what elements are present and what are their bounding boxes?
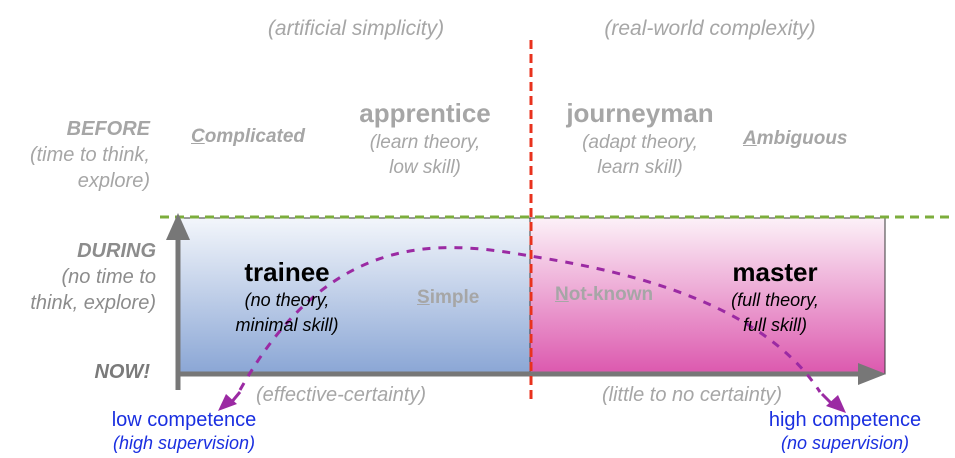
notknown-rest: ot-known: [568, 284, 654, 305]
low-competence-title: low competence: [111, 409, 257, 431]
high-competence-arrowhead: [826, 395, 846, 413]
complicated-domain-label: Complicated: [191, 126, 305, 149]
during-row-label: DURING (no time to think, explore): [0, 238, 156, 316]
trainee-line-2: minimal skill): [235, 315, 339, 335]
journeyman-line-1: (adapt theory,: [582, 132, 698, 153]
low-competence-label: low competence (high supervision): [84, 408, 284, 454]
high-competence-subtitle: (no supervision): [780, 433, 910, 453]
little-to-no-certainty-label: (little to no certainty): [602, 384, 783, 406]
high-competence-label: high competence (no supervision): [745, 408, 945, 454]
complicated-rest: omplicated: [204, 126, 306, 147]
complicated-initial: C: [191, 126, 205, 147]
apprentice-line-1: (learn theory,: [369, 132, 481, 153]
effective-certainty-label: (effective-certainty): [256, 384, 427, 406]
during-line-1: (no time to: [61, 266, 156, 288]
master-role: master (full theory, full skill): [700, 256, 850, 338]
before-line-1: (time to think,: [29, 144, 150, 166]
trainee-simple-box: [177, 217, 531, 375]
journeyman-role: journeyman (adapt theory, learn skill): [545, 96, 735, 180]
ambiguous-rest: mbiguous: [756, 128, 848, 149]
high-competence-title: high competence: [768, 409, 922, 431]
simple-rest: imple: [429, 287, 480, 308]
real-world-complexity-label: (real-world complexity): [604, 17, 816, 40]
master-title: master: [732, 257, 818, 287]
notknown-initial: N: [555, 284, 569, 305]
low-competence-subtitle: (high supervision): [112, 433, 256, 453]
journeyman-title: journeyman: [566, 98, 714, 128]
simple-initial: S: [417, 287, 430, 308]
before-row-label: BEFORE (time to think, explore): [0, 116, 150, 194]
vertical-axis-arrowhead: [166, 213, 190, 240]
journeyman-line-2: learn skill): [597, 157, 683, 178]
trainee-role: trainee (no theory, minimal skill): [212, 256, 362, 338]
apprentice-line-2: low skill): [389, 157, 461, 178]
now-row-label: NOW!: [94, 361, 150, 383]
master-line-1: (full theory,: [731, 290, 819, 310]
master-line-2: full skill): [742, 315, 807, 335]
during-title: DURING: [77, 240, 156, 262]
apprentice-role: apprentice (learn theory, low skill): [330, 96, 520, 180]
before-title: BEFORE: [66, 118, 150, 140]
horizontal-axis-arrowhead: [858, 363, 886, 385]
before-line-2: explore): [77, 170, 150, 192]
trainee-line-1: (no theory,: [244, 290, 330, 310]
simple-domain-label: Simple: [417, 287, 479, 310]
during-line-2: think, explore): [30, 292, 156, 314]
apprentice-title: apprentice: [359, 98, 491, 128]
trainee-title: trainee: [244, 257, 330, 287]
ambiguous-initial: A: [743, 128, 757, 149]
notknown-domain-label: Not-known: [555, 284, 653, 307]
master-notknown-box: [529, 217, 886, 375]
ambiguous-domain-label: Ambiguous: [743, 128, 848, 151]
low-competence-arrowhead: [218, 394, 237, 411]
artificial-simplicity-label: (artificial simplicity): [267, 17, 445, 40]
